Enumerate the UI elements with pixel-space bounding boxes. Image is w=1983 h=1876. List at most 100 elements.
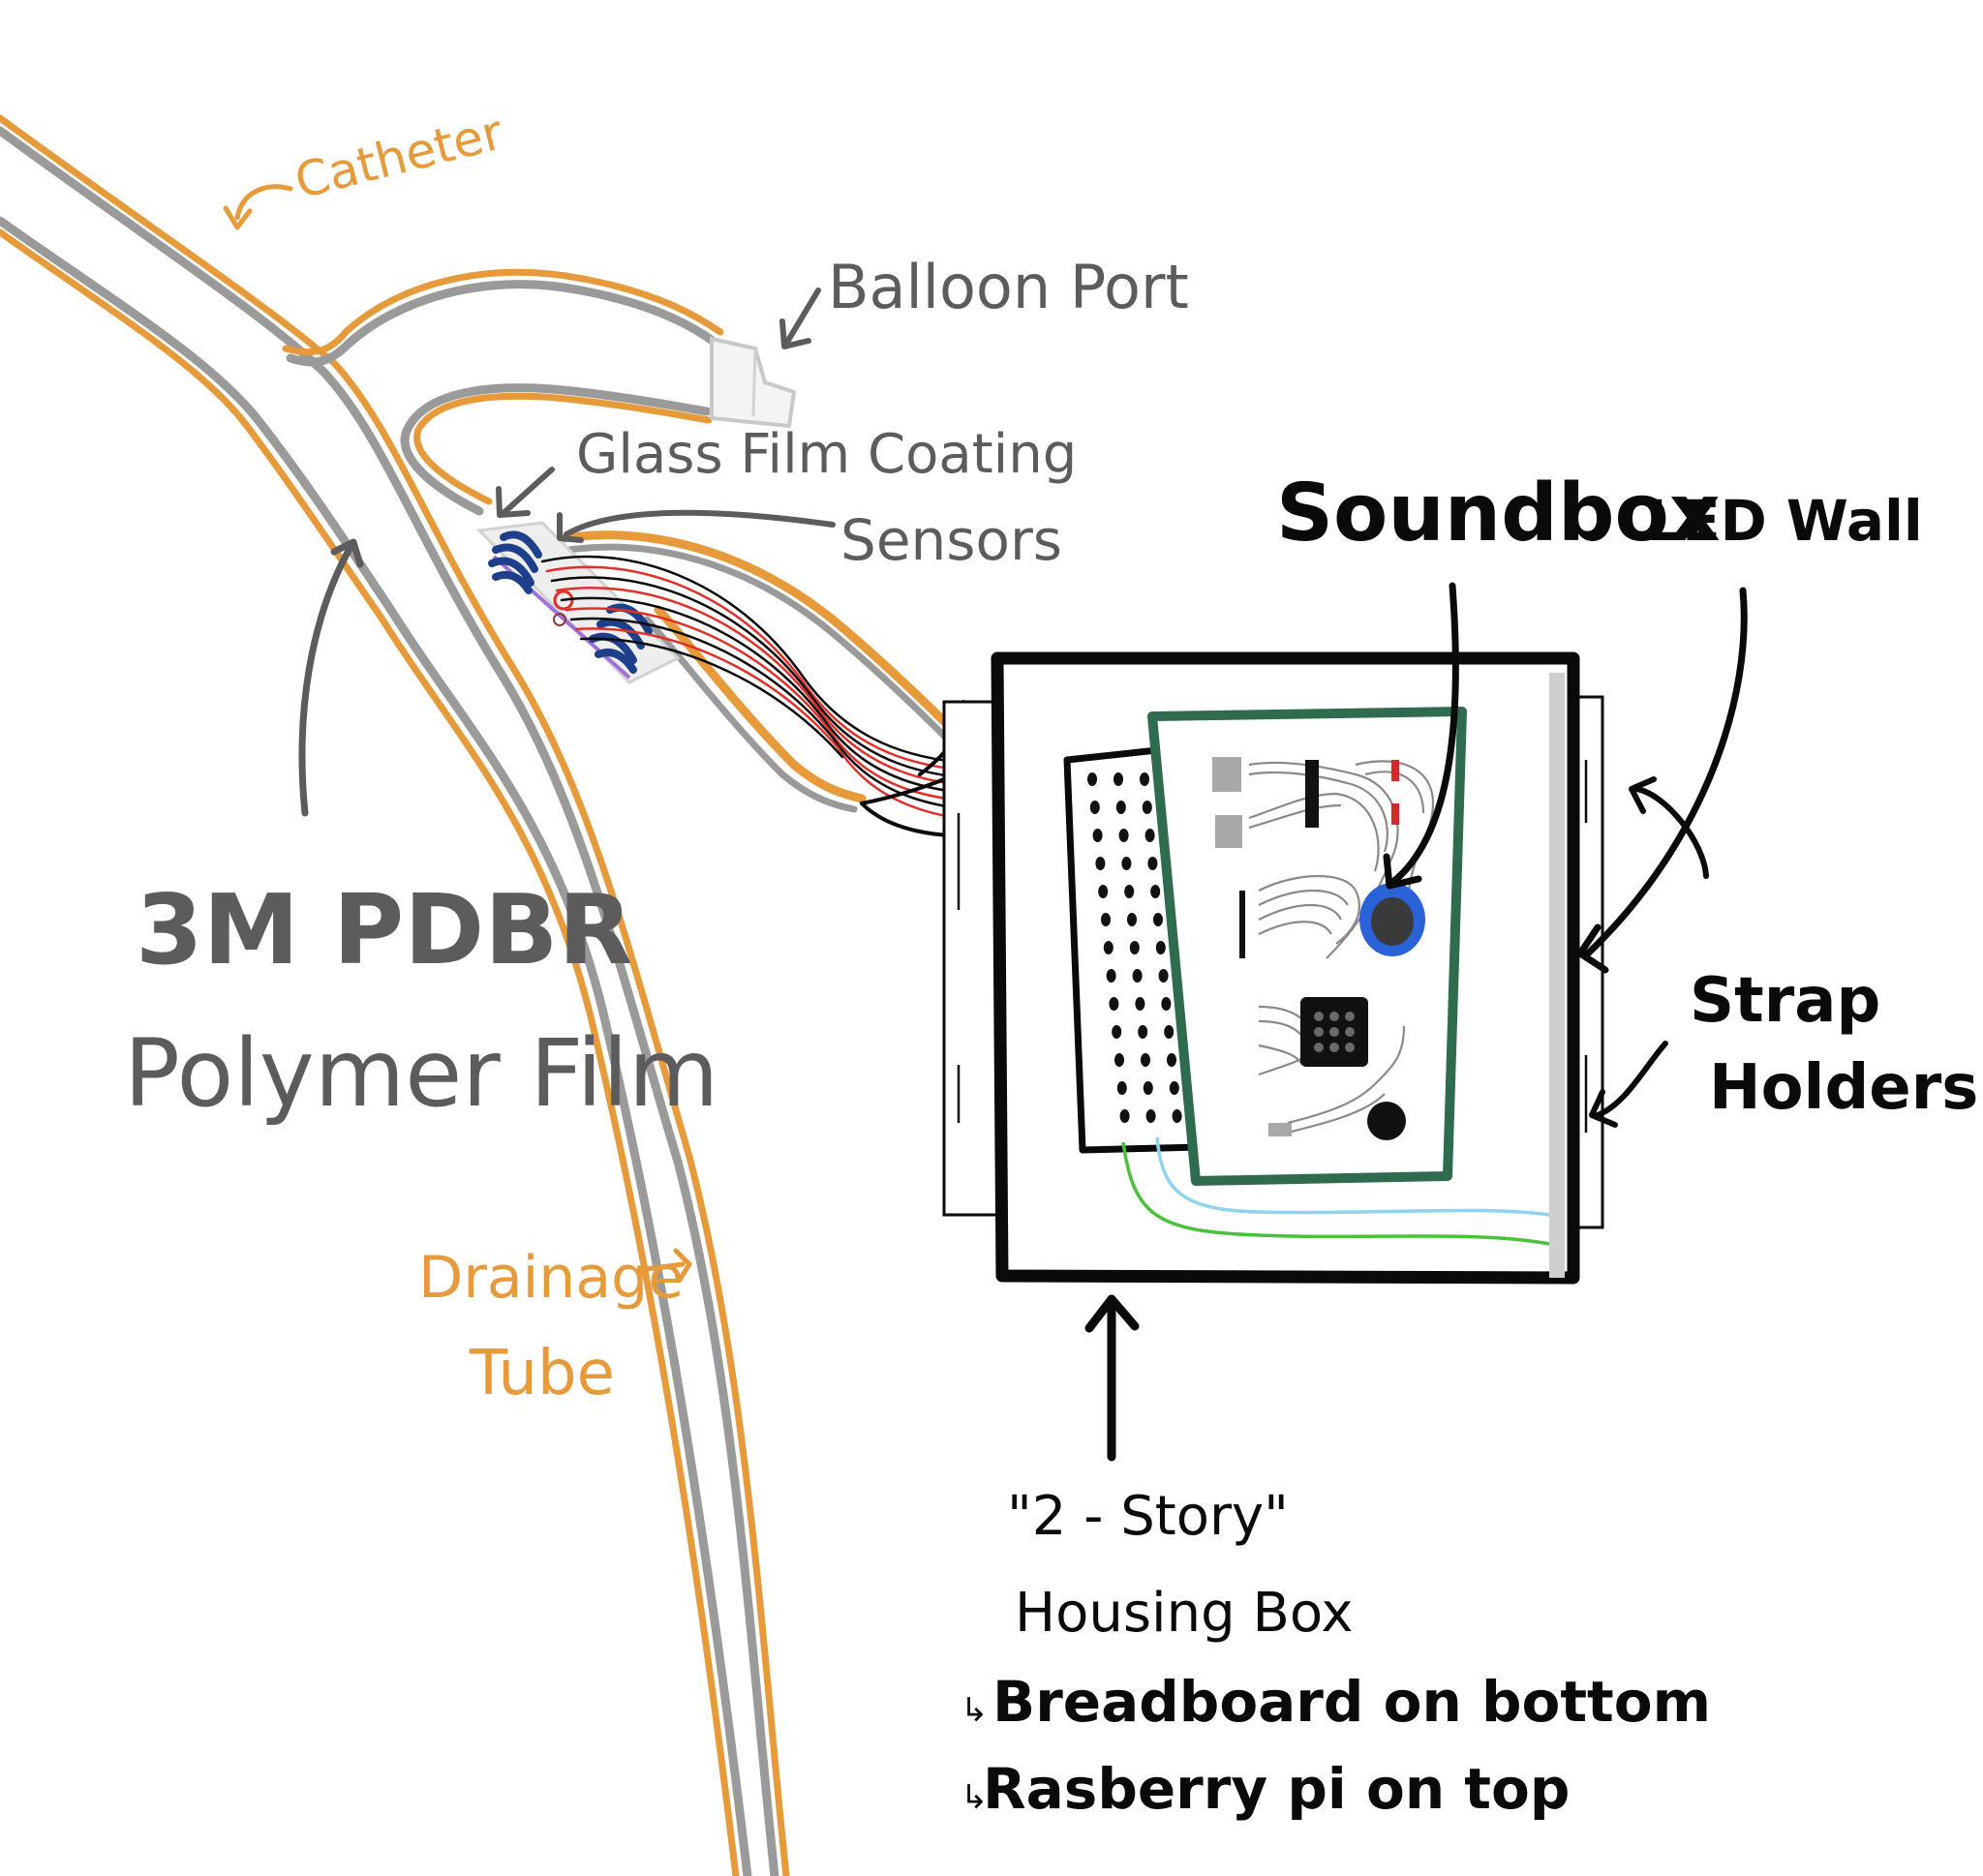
breadboard-hole (1150, 885, 1161, 898)
breadboard-hole (1145, 1109, 1156, 1123)
pcb-components (1212, 757, 1425, 1140)
breadboard-hole (1103, 941, 1114, 954)
breadboard-hole (1101, 913, 1111, 926)
label-drainage-2: Tube (469, 1338, 615, 1409)
breadboard-hole (1129, 941, 1140, 954)
breadboard-hole (1109, 997, 1119, 1011)
breadboard-hole (1140, 772, 1149, 786)
label-led-wall: LED Wall (1646, 488, 1923, 554)
breadboard-hole (1087, 772, 1097, 786)
breadboard-hole (1144, 829, 1155, 842)
breadboard-hole (1114, 772, 1123, 786)
balloon-branch-top-gray (286, 280, 721, 367)
label-catheter: Catheter (290, 104, 509, 209)
breadboard-hole (1112, 1025, 1122, 1039)
glass-film-arrow (496, 467, 555, 518)
breadboard-hole (1095, 857, 1106, 870)
resistor-red-2 (1391, 803, 1399, 825)
sensor-coil-upper (488, 530, 542, 594)
breadboard-hole (1089, 801, 1100, 814)
strap-holder-arrow-upper (1629, 776, 1709, 879)
header-pins (1239, 891, 1245, 958)
label-sensors: Sensors (840, 507, 1062, 573)
breadboard-hole (1138, 1025, 1148, 1039)
breadboard-hole (1167, 1053, 1176, 1067)
label-note-prefix-1: ↳ (961, 1691, 989, 1730)
tube-lower-bend (654, 605, 867, 803)
breadboard-hole (1118, 829, 1129, 842)
soundbox-arrow (1383, 582, 1459, 890)
resistor-red-1 (1391, 760, 1399, 781)
tube-right-wall-orange (0, 228, 740, 1876)
housing-box-arrow (1084, 1294, 1140, 1462)
label-polymer-1: 3M PDBR (136, 873, 632, 986)
breadboard-hole (1155, 941, 1166, 954)
breadboard-hole (1158, 969, 1169, 983)
connector-small (1268, 1123, 1292, 1136)
breadboard-hole (1092, 829, 1103, 842)
breadboard-hole (1106, 969, 1116, 983)
label-soundbox: Soundbox (1276, 468, 1721, 560)
breadboard-hole (1115, 801, 1126, 814)
glass-film-sensor-patch (475, 521, 681, 684)
label-balloon-port: Balloon Port (828, 252, 1189, 322)
breadboard-hole (1142, 801, 1152, 814)
label-glass-film-coating: Glass Film Coating (576, 423, 1077, 486)
breadboard-hole (1141, 1053, 1150, 1067)
drainage-tube-arrow (636, 1248, 692, 1283)
breadboard-hole (1135, 997, 1145, 1011)
led-wall-arrow (1576, 587, 1748, 974)
tube-left-wall-gray (0, 126, 779, 1876)
speaker-grille (1371, 897, 1414, 946)
breadboard-hole (1161, 997, 1172, 1011)
balloon-port-arrow (779, 287, 821, 349)
breadboard-holes (1087, 772, 1182, 1123)
housing-box (942, 651, 1604, 1285)
ic-chip-top (1305, 760, 1319, 828)
strap-holder-arrow-lower (1589, 1041, 1668, 1128)
tube-right-wall-gray (0, 216, 752, 1876)
label-housing-note-1: Breadboard on bottom (992, 1669, 1711, 1735)
tube-left-wall-orange (0, 114, 790, 1876)
label-strap-holders-2: Holders (1709, 1052, 1978, 1124)
breadboard-hole (1124, 885, 1135, 898)
sensors-arrow (557, 509, 836, 543)
tube-lower-bend-gray (643, 616, 858, 813)
breadboard-hole (1169, 1081, 1179, 1095)
balloon-branch-top-orange (282, 268, 724, 356)
breadboard-hole (1127, 913, 1137, 926)
breadboard-hole (1132, 969, 1143, 983)
buzzer-black (1367, 1102, 1406, 1140)
balloon-port-connector (710, 336, 797, 429)
labels: Catheter Balloon Port Glass Film Coating… (124, 104, 1978, 1822)
breadboard-hole (1098, 885, 1109, 898)
balloon-branch-low-orange (413, 392, 713, 505)
breadboard-hole (1116, 1081, 1127, 1095)
label-note-prefix-2: ↳ (961, 1778, 989, 1817)
label-strap-holders-1: Strap (1690, 965, 1880, 1037)
breadboard-hole (1153, 913, 1163, 926)
wire-lightblue (1155, 1136, 1550, 1217)
label-housing-2: Housing Box (1015, 1582, 1354, 1645)
annotation-arrows (223, 184, 1748, 1462)
tube-upper-bend-gray (543, 543, 953, 744)
breadboard-hole (1147, 857, 1158, 870)
wire-green (1121, 1141, 1550, 1246)
breadboard-hole (1143, 1081, 1153, 1095)
connector-gray-2 (1215, 815, 1242, 848)
breadboard-hole (1164, 1025, 1175, 1039)
led-wall (1549, 673, 1565, 1278)
breadboard-hole (1121, 857, 1132, 870)
tube-upper-bend (537, 530, 963, 741)
breadboard-hole (1172, 1109, 1182, 1123)
balloon-branch-low-gray (400, 383, 712, 516)
label-drainage-1: Drainage (418, 1244, 684, 1312)
breadboard-hole (1114, 1053, 1124, 1067)
drainage-tube (0, 114, 963, 1876)
connector-gray-1 (1212, 757, 1241, 792)
polymer-film-arrow (298, 538, 364, 817)
catheter-arrow (223, 184, 293, 230)
breadboard-hole (1119, 1109, 1130, 1123)
label-housing-note-2: Rasberry pi on top (983, 1756, 1570, 1822)
